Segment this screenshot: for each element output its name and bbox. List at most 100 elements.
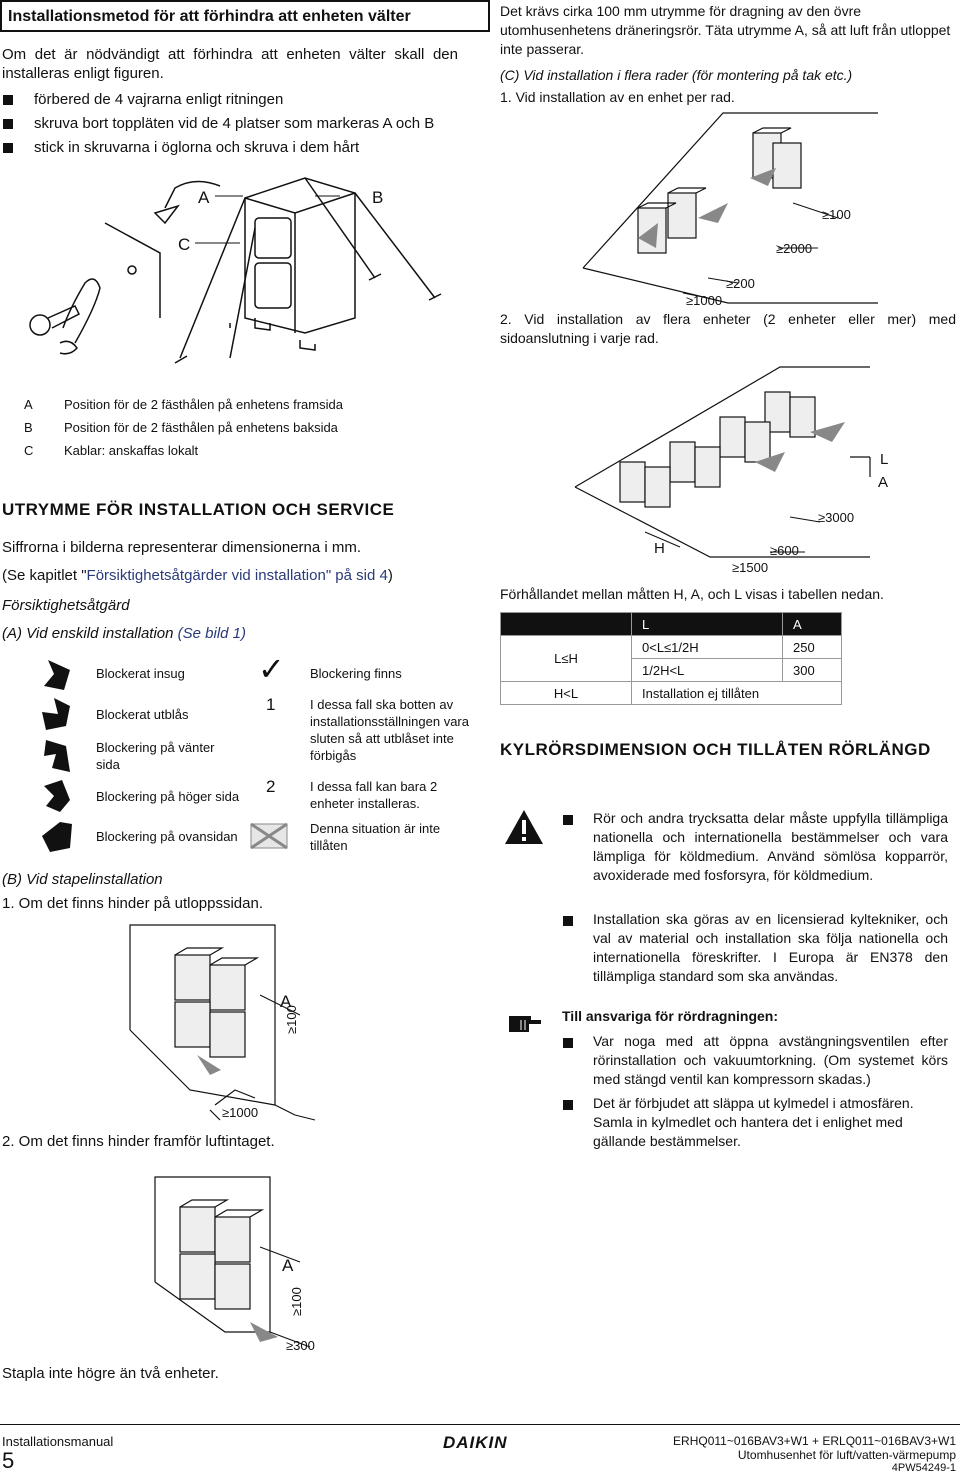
bullet [3, 143, 13, 153]
bullet [563, 916, 573, 926]
single-install-heading: (A) Vid enskild installation (Se bild 1) [2, 624, 246, 643]
table-cell: L≤H [500, 635, 632, 682]
legend-key-a: A [24, 397, 33, 412]
table-header: L [631, 612, 783, 636]
blocked-top-icon [42, 822, 72, 852]
fig4-label-l: L [880, 451, 889, 468]
table-cell: 0<L≤1/2H [631, 635, 783, 659]
symbol-text-left: Blockering på vänter sida [96, 740, 215, 772]
fig-label-b: B [372, 188, 384, 207]
bullet [3, 119, 13, 129]
fig2-dim-100: ≥100 [289, 1287, 304, 1316]
blocked-right-side-icon [44, 780, 70, 812]
footer-product: Utomhusenhet för luft/vatten-värmepump [737, 1448, 956, 1462]
reference-prefix: (Se kapitlet " [2, 567, 87, 584]
stacked-heading: (B) Vid stapelinstallation [2, 871, 163, 888]
stacked-outlet-figure [129, 924, 316, 1121]
section-title-space: Utrymme för installation och service [2, 500, 395, 519]
footer-doc-type: Installationsmanual [2, 1434, 114, 1449]
footer-page-number: 5 [2, 1448, 15, 1473]
case-1-text: I dessa fall ska botten av installations… [310, 697, 469, 763]
fig3-dim-100: ≥100 [822, 207, 851, 222]
dimensions-table: L A L≤H 0<L≤1/2H 250 1/2H<L 300 H<L Inst… [500, 612, 842, 705]
note-item-2: Det är förbjudet att släppa ut kylmedel … [593, 1095, 914, 1149]
footer-code: 4PW54249-1 [891, 1462, 956, 1474]
bullet [563, 1100, 573, 1110]
warning-item-2: Installation ska göras av en licensierad… [593, 911, 948, 984]
rows-case-2: 2. Vid installation av flera enheter (2 … [500, 311, 956, 346]
caution-heading: Försiktighetsåtgärd [2, 597, 130, 614]
table-header: A [782, 612, 842, 636]
warning-icon [505, 810, 543, 844]
stacked-inlet-figure [154, 1176, 311, 1348]
fig3-dim-200: ≥200 [726, 276, 755, 291]
symbol-text-right: Blockering på höger sida [96, 789, 240, 804]
section-title-tip-over: Installationsmetod för att förhindra att… [0, 0, 490, 32]
table-cell: 300 [782, 658, 842, 682]
table-cell: H<L [500, 681, 632, 705]
legend-text-b: Position för de 2 fästhålen på enhetens … [64, 420, 338, 435]
legend-key-c: C [24, 443, 34, 458]
case-1-number: 1 [266, 695, 276, 714]
legend-text-a: Position för de 2 fästhålen på enhetens … [64, 397, 343, 412]
fig4-label-a: A [878, 474, 889, 491]
reference-link[interactable]: Försiktighetsåtgärder vid installation" … [86, 567, 388, 584]
case-2-number: 2 [266, 777, 276, 796]
table-row: L≤H 0<L≤1/2H 250 [500, 635, 842, 682]
note-item-1: Var noga med att öppna avstängningsventi… [593, 1033, 948, 1087]
fig1-dim-1000: ≥1000 [222, 1105, 259, 1120]
single-install-link[interactable]: (Se bild 1) [177, 625, 247, 642]
fig4-dim-600: ≥600 [770, 543, 799, 558]
blocked-left-side-icon [44, 740, 70, 772]
table-cell: Installation ej tillåten [631, 681, 842, 705]
case-2-text: I dessa fall kan bara 2 enheter installe… [310, 779, 438, 811]
table-cell: 250 [782, 635, 842, 659]
fig3-dim-2000: ≥2000 [776, 241, 813, 256]
symbol-text-top: Blockering på ovansidan [96, 829, 238, 844]
fig4-dim-1500: ≥1500 [732, 560, 769, 575]
single-install-prefix: (A) Vid enskild installation [2, 625, 178, 642]
bullet [563, 1038, 573, 1048]
multi-per-row-figure [574, 366, 871, 558]
reference-suffix: ) [387, 567, 393, 584]
fig4-dim-3000: ≥3000 [818, 510, 855, 525]
legend-text-c: Kablar: anskaffas lokalt [64, 443, 199, 458]
pointing-hand-icon [509, 1016, 541, 1032]
note-title: Till ansvariga för rördragningen: [562, 1008, 779, 1024]
checkmark-icon: ✓ [258, 651, 285, 687]
intro-text: Om det är nödvändigt att förhindra att e… [2, 46, 458, 82]
table-row: H<L Installation ej tillåten [500, 681, 842, 705]
table-row: 1/2H<L 300 [501, 658, 842, 682]
one-per-row-figure [582, 112, 878, 304]
stack-limit-note: Stapla inte högre än två enheter. [2, 1365, 219, 1382]
not-allowed-icon [250, 823, 288, 849]
fig2-dim-300: ≥300 [286, 1338, 315, 1353]
blocked-outlet-icon [42, 698, 70, 730]
fig1-label-a: A [280, 992, 292, 1011]
step-2: skruva bort toppläten vid de 4 platser s… [34, 115, 435, 132]
fig2-label-a: A [282, 1256, 294, 1275]
table-header [500, 612, 632, 636]
warning-item-1: Rör och andra trycksatta delar måste upp… [593, 810, 948, 883]
fig3-dim-1000: ≥1000 [686, 293, 723, 308]
symbol-text-blocking: Blockering finns [310, 666, 402, 681]
anti-tip-figure [29, 177, 442, 364]
stacked-case-2: 2. Om det finns hinder framför luftintag… [2, 1133, 275, 1150]
legend-key-b: B [24, 420, 33, 435]
fig-label-a: A [198, 188, 210, 207]
drain-space-text: Det krävs cirka 100 mm utrymme för dragn… [500, 3, 951, 57]
footer-model: ERHQ011~016BAV3+W1 + ERLQ011~016BAV3+W1 [673, 1434, 956, 1448]
footer-rule [0, 1424, 960, 1425]
bullet [3, 95, 13, 105]
reference-line: (Se kapitlet "Försiktighetsåtgärder vid … [2, 566, 393, 585]
section-title-piping: Kylrörsdimension och tillåten rörlängd [500, 740, 931, 759]
step-1: förbered de 4 vajrarna enligt ritningen [34, 91, 284, 108]
symbol-text-inlet: Blockerat insug [96, 666, 185, 681]
rows-case-1: 1. Vid installation av en enhet per rad. [500, 89, 735, 105]
not-allowed-text: Denna situation är inte tillåten [310, 821, 441, 853]
fig-label-c: C [178, 235, 191, 254]
table-cell: 1/2H<L [631, 658, 783, 682]
fig1-dim-100: ≥100 [284, 1005, 299, 1034]
rows-heading: (C) Vid installation i flera rader (för … [500, 67, 853, 83]
fig4-label-h: H [654, 540, 665, 557]
